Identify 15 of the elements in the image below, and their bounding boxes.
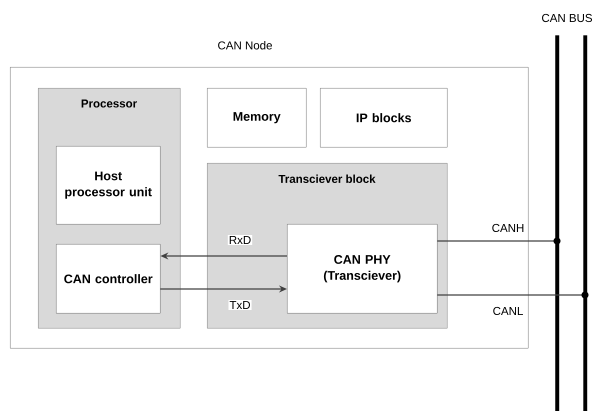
edge-label: TxD bbox=[228, 300, 252, 310]
block-box: CAN controller bbox=[56, 244, 160, 314]
edge-label: CANH bbox=[490, 222, 526, 234]
group-heading: Processor bbox=[82, 100, 137, 108]
block-box: Host processor unit bbox=[56, 146, 160, 224]
block-box: CAN PHY (Transciever) bbox=[287, 224, 438, 314]
bus-label: CAN BUS bbox=[542, 14, 592, 22]
box-heading: CAN Node bbox=[218, 41, 272, 50]
group-heading: Transciever block bbox=[278, 174, 376, 183]
connector bbox=[437, 294, 583, 296]
edge-label: CANL bbox=[492, 306, 524, 316]
block-box: Memory bbox=[207, 88, 306, 148]
edge-label: RxD bbox=[228, 235, 252, 245]
connector bbox=[437, 240, 555, 242]
block-box: IP blocks bbox=[320, 88, 448, 148]
